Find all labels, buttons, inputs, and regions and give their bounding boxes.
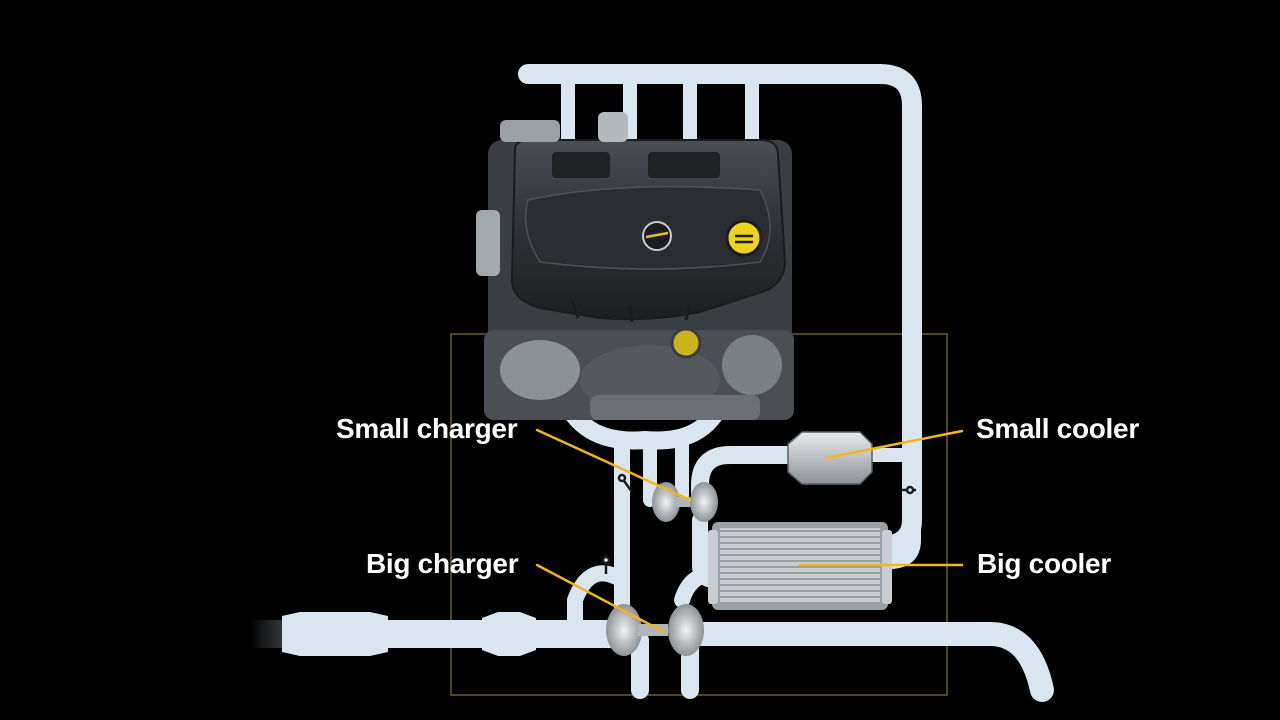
valve-icons xyxy=(601,473,916,574)
leader-big-charger xyxy=(535,563,666,634)
label-big-cooler: Big cooler xyxy=(977,548,1111,579)
label-big-charger: Big charger xyxy=(366,548,519,579)
leader-lines xyxy=(535,428,964,634)
muffler xyxy=(482,612,536,656)
label-small-charger: Small charger xyxy=(336,413,518,444)
oil-cap-icon xyxy=(725,219,763,257)
big-charger-unit xyxy=(606,604,704,656)
leader-small-charger xyxy=(535,428,692,502)
leader-small-cooler xyxy=(824,429,964,460)
engine-illustration xyxy=(476,112,794,420)
catalytic-converter xyxy=(282,612,388,656)
label-small-cooler: Small cooler xyxy=(976,413,1139,444)
